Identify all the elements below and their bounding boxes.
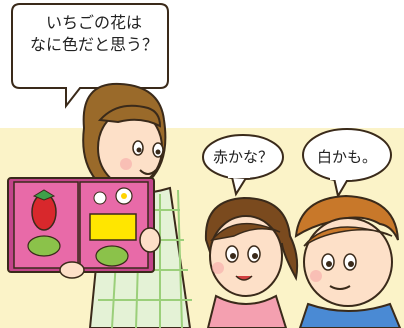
- boy-figure: [294, 194, 402, 328]
- teacher-question-line1: いちごの花は: [46, 13, 143, 32]
- girl-speech-bubble: [202, 134, 284, 197]
- teacher-speech-bubble: [11, 3, 169, 109]
- yellow-label: [89, 213, 137, 241]
- teacher-question-line2: なに色だと思う？: [30, 34, 159, 54]
- boy-speech-bubble: [302, 128, 392, 199]
- picture-book: [7, 177, 161, 279]
- girl-answer: 赤かな？: [212, 148, 273, 166]
- boy-answer: 白かも。: [316, 148, 377, 166]
- teacher-question: いちごの花は なに色だと思う？: [30, 12, 158, 55]
- girl-figure: [204, 196, 299, 328]
